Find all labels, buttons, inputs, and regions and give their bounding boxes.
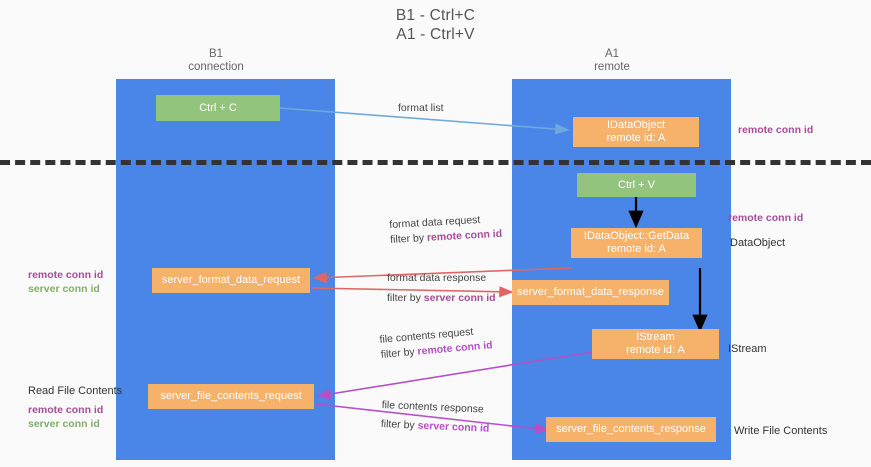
edge-label-fdreq-key: remote conn id [426, 227, 503, 244]
box-idataobject-getdata-line2: remote id: A [607, 243, 666, 255]
box-server-format-data-response[interactable]: server_format_data_response [512, 280, 669, 305]
edge-label-file-contents-response-line2: filter by server conn id [381, 417, 490, 437]
annotation-left-server-conn-id-a: server conn id [28, 283, 100, 295]
edge-label-fdreq-prefix: filter by [389, 231, 428, 246]
annotation-left-remote-conn-id-a: remote conn id [28, 269, 104, 281]
annotation-right-remote-conn-id-mid-text: remote conn id [728, 212, 804, 224]
annotation-right-istream: IStream [728, 343, 767, 355]
box-ctrl-c[interactable]: Ctrl + C [156, 95, 280, 121]
edge-label-file-contents-response: file contents response filter by server … [381, 398, 491, 437]
column-header-a1: A1 remote [512, 48, 712, 74]
box-server-file-contents-request[interactable]: server_file_contents_request [148, 384, 314, 409]
box-istream-line1: IStream [636, 331, 675, 343]
annotation-right-remote-conn-id-top: remote conn id [738, 123, 813, 137]
edge-label-fcres-key: server conn id [417, 419, 490, 435]
column-header-a1-name: A1 [604, 48, 620, 60]
box-server-file-contents-request-label: server_file_contents_request [160, 390, 302, 402]
annotation-left-server-conn-id-b: server conn id [28, 418, 100, 430]
annotation-left-conn-ids-file: remote conn id server conn id [28, 403, 103, 431]
annotation-right-remote-conn-id-mid: remote conn id [728, 211, 803, 225]
annotation-left-read-file-contents: Read File Contents [28, 385, 123, 397]
box-istream[interactable]: IStream remote id: A [592, 329, 719, 359]
edge-label-format-data-response: format data response filter by server co… [387, 271, 496, 306]
box-ctrl-v[interactable]: Ctrl + V [577, 173, 696, 197]
annotation-left-conn-ids-format: remote conn id server conn id [28, 268, 103, 296]
box-server-format-data-request[interactable]: server_format_data_request [152, 268, 310, 293]
edge-label-format-data-request: format data request filter by remote con… [389, 212, 503, 248]
annotation-right-dataobject: DataObject [730, 237, 786, 249]
box-server-file-contents-response[interactable]: server_file_contents_response [546, 417, 716, 442]
edge-label-fcreq-prefix: filter by [380, 345, 419, 361]
box-ctrl-v-label: Ctrl + V [618, 178, 655, 191]
edge-label-fdres-prefix: filter by [387, 292, 424, 304]
edge-label-format-list-text: format list [398, 102, 444, 114]
box-istream-line2: remote id: A [626, 344, 685, 356]
box-idataobject-line1: IDataObject [606, 119, 666, 131]
column-header-b1-name: B1 [208, 48, 224, 60]
edge-label-fcres-prefix: filter by [380, 417, 418, 432]
title-line-1: B1 - Ctrl+C [395, 7, 476, 24]
column-header-a1-sub: remote [594, 61, 630, 73]
box-server-file-contents-response-label: server_file_contents_response [556, 423, 706, 435]
box-idataobject-getdata-line1: IDataObject::GetData [583, 230, 690, 242]
box-server-format-data-response-label: server_format_data_response [517, 286, 664, 298]
box-server-format-data-request-label: server_format_data_request [161, 274, 301, 286]
edge-label-file-contents-request: file contents request filter by remote c… [379, 323, 493, 363]
box-idataobject[interactable]: IDataObject remote id: A [573, 117, 699, 147]
diagram-title: B1 - Ctrl+C A1 - Ctrl+V [0, 6, 871, 44]
annotation-right-write-file-contents: Write File Contents [734, 425, 828, 437]
box-idataobject-getdata[interactable]: IDataObject::GetData remote id: A [571, 228, 702, 258]
edge-label-format-data-response-line1: format data response [387, 272, 487, 284]
annotation-right-remote-conn-id-top-text: remote conn id [738, 124, 814, 136]
edge-label-format-list: format list [398, 101, 444, 116]
box-ctrl-c-label: Ctrl + C [199, 101, 237, 114]
edge-label-file-contents-response-line1: file contents response [381, 398, 485, 416]
column-header-b1-sub: connection [188, 61, 244, 73]
edge-label-fdres-key: server conn id [423, 292, 496, 304]
box-idataobject-line2: remote id: A [606, 132, 666, 144]
column-header-b1: B1 connection [116, 48, 316, 74]
title-line-2: A1 - Ctrl+V [396, 26, 475, 43]
edge-label-format-data-response-line2: filter by server conn id [387, 291, 496, 306]
phase-divider [0, 160, 871, 165]
annotation-left-remote-conn-id-b: remote conn id [28, 404, 104, 416]
